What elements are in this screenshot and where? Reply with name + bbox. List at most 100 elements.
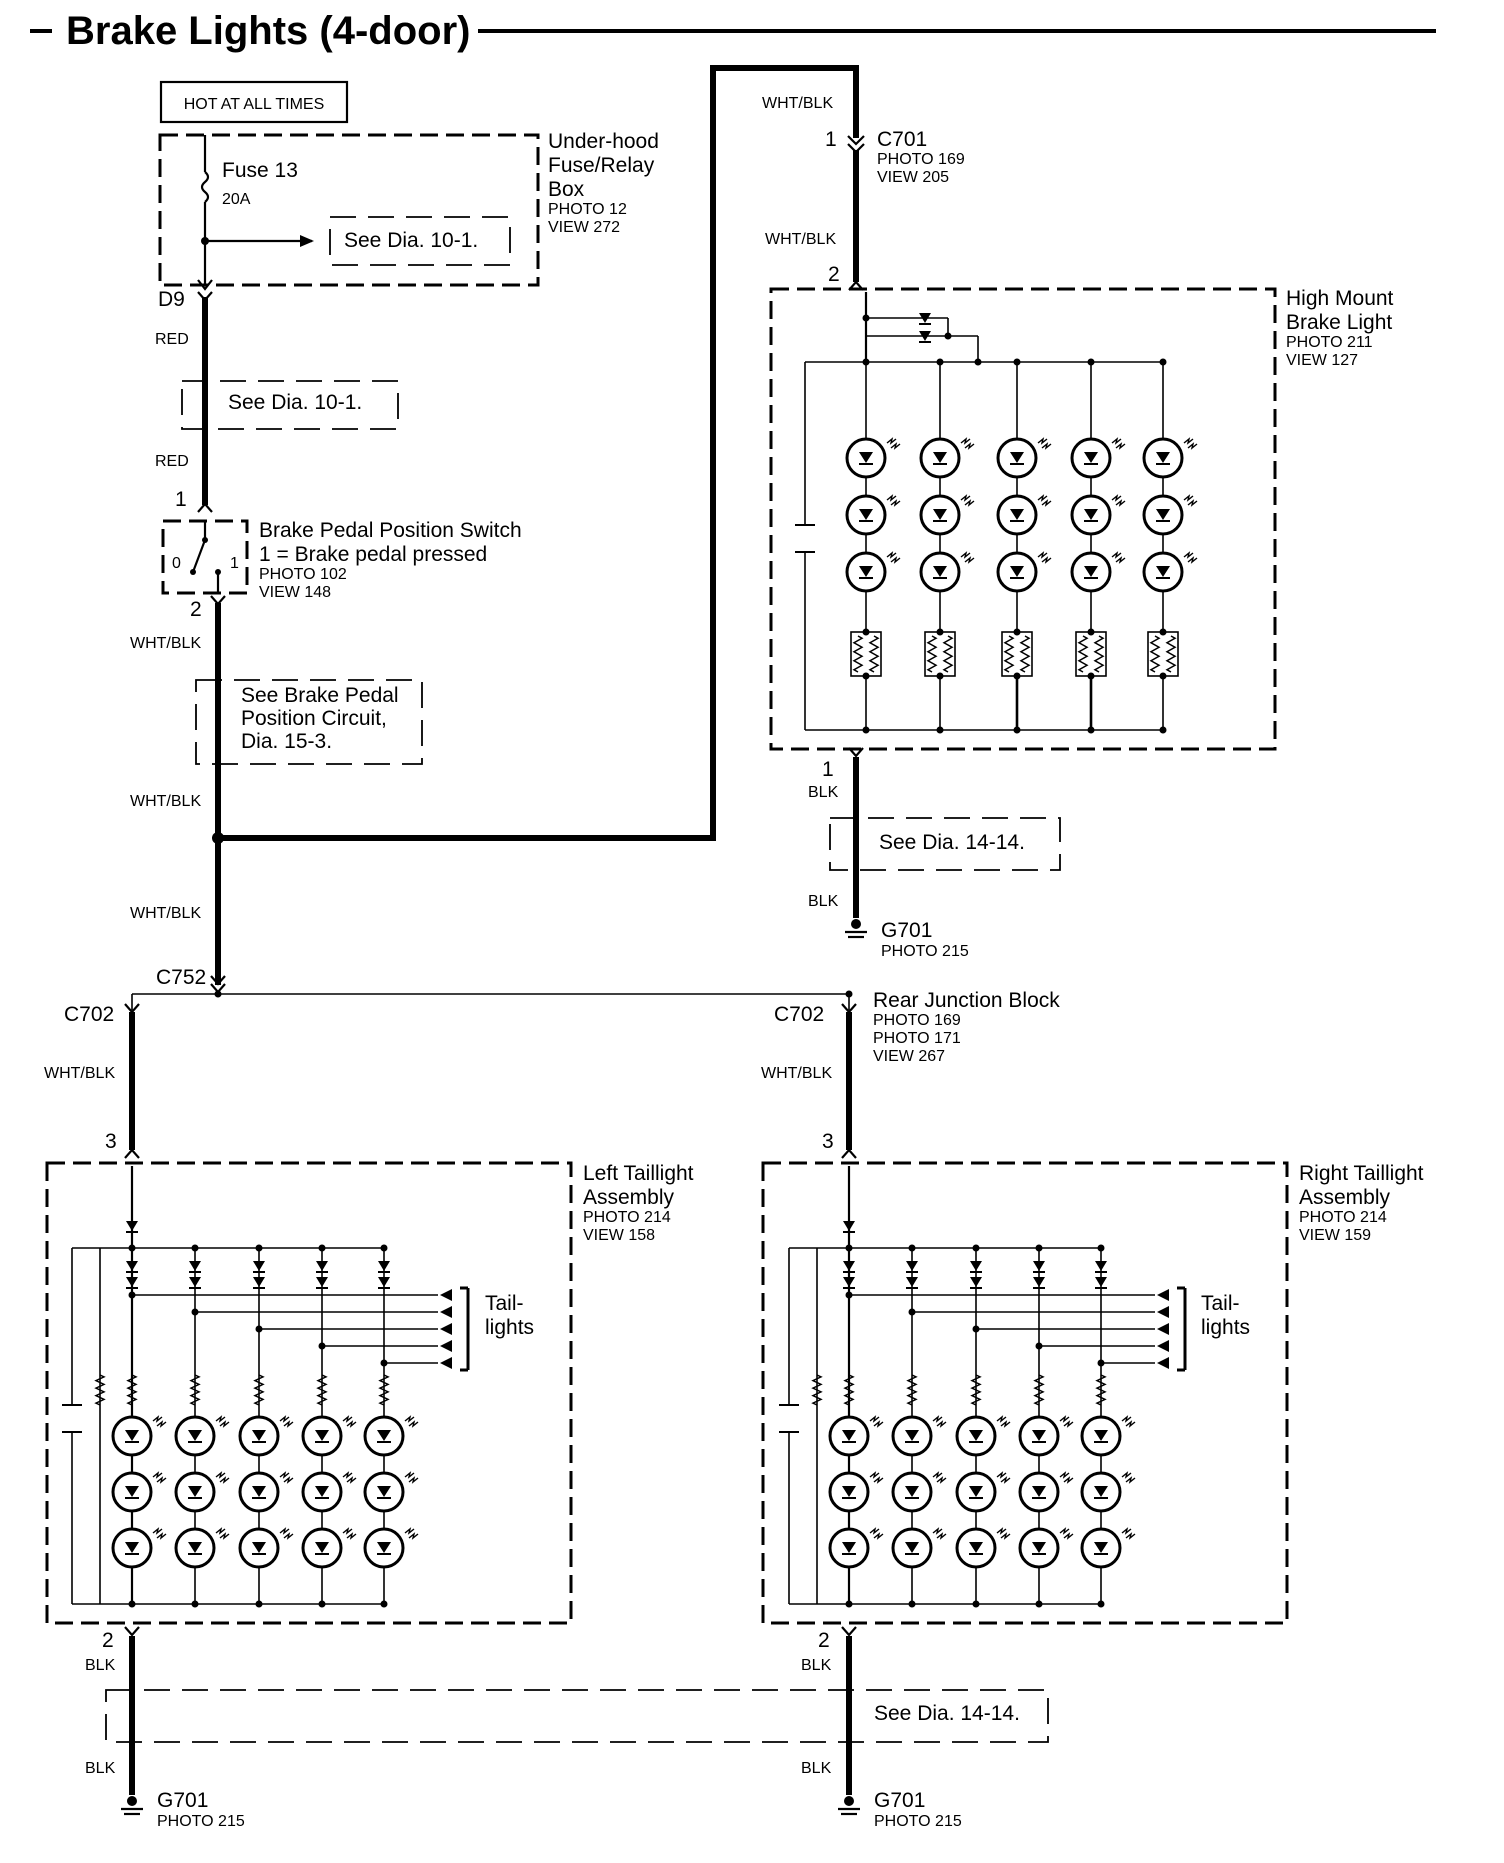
- wire-label-whtblk-3: WHT/BLK: [130, 905, 201, 922]
- left-taillight-led-array: [62, 1166, 470, 1608]
- resistor-icon: [378, 1374, 390, 1406]
- resistor-icon: [1077, 635, 1089, 673]
- rear-junction-view: VIEW 267: [873, 1048, 945, 1065]
- resistor-icon: [852, 635, 864, 673]
- diode-icon: [970, 1261, 982, 1273]
- c701-view: VIEW 205: [877, 169, 949, 186]
- wire-label-blk-right-2: BLK: [801, 1760, 832, 1777]
- right-pin-3: 3: [822, 1130, 834, 1153]
- led-icon: [845, 437, 901, 479]
- fuse-box-name-3: Box: [548, 178, 585, 201]
- diode-icon: [1095, 1277, 1107, 1289]
- led-icon: [174, 1527, 230, 1569]
- see-bpp-1: See Brake Pedal: [241, 684, 399, 707]
- left-taillights-label-2: lights: [485, 1316, 534, 1339]
- c701-pin: 1: [825, 128, 837, 151]
- led-icon: [301, 1471, 357, 1513]
- fuse-box-name-2: Fuse/Relay: [548, 154, 655, 177]
- led-icon: [363, 1471, 419, 1513]
- led-icon: [111, 1527, 167, 1569]
- led-icon: [363, 1415, 419, 1457]
- diode-icon: [126, 1277, 138, 1289]
- wire-label-red-1: RED: [155, 331, 189, 348]
- see-ref-14-14-bottom: See Dia. 14-14.: [874, 1702, 1020, 1725]
- high-mount-name-2: Brake Light: [1286, 311, 1392, 334]
- right-taillight-view: VIEW 159: [1299, 1227, 1371, 1244]
- connector-c752: C752: [156, 966, 206, 989]
- page-title: Brake Lights (4-door): [66, 9, 470, 53]
- resistor-icon: [94, 1374, 106, 1406]
- switch-pos-1: 1: [230, 555, 239, 572]
- left-taillight-view: VIEW 158: [583, 1227, 655, 1244]
- wire-label-red-2: RED: [155, 453, 189, 470]
- right-taillight-led-array: [779, 1166, 1187, 1608]
- ground-icon: [121, 1796, 143, 1816]
- wire-label-blk-hm-2: BLK: [808, 893, 839, 910]
- diode-icon: [919, 313, 931, 325]
- ground-icon: [845, 919, 867, 939]
- led-icon: [111, 1415, 167, 1457]
- resistor-pair-icon: [1001, 628, 1033, 680]
- led-icon: [1018, 1471, 1074, 1513]
- g701-photo-hm: PHOTO 215: [881, 943, 969, 960]
- led-icon: [301, 1415, 357, 1457]
- g701-photo-right: PHOTO 215: [874, 1813, 962, 1830]
- switch-name: Brake Pedal Position Switch: [259, 519, 522, 542]
- led-icon: [955, 1471, 1011, 1513]
- led-icon: [919, 437, 975, 479]
- diode-icon: [316, 1277, 328, 1289]
- led-icon: [1142, 551, 1198, 593]
- resistor-pair-icon: [1075, 628, 1107, 680]
- resistor-icon: [811, 1374, 823, 1406]
- g701-name-left: G701: [157, 1789, 208, 1812]
- diode-icon: [906, 1277, 918, 1289]
- connector-c702-left: C702: [64, 1003, 114, 1026]
- arrow-icon: [1157, 1323, 1169, 1335]
- resistor-pair-icon: [924, 628, 956, 680]
- switch-state: 1 = Brake pedal pressed: [259, 543, 487, 566]
- arrow-icon: [1157, 1357, 1169, 1369]
- right-taillight-outline: [761, 1161, 1289, 1625]
- led-icon: [1070, 551, 1126, 593]
- hot-label-box: [159, 80, 349, 124]
- arrow-icon: [440, 1323, 452, 1335]
- arrow-icon: [440, 1289, 452, 1301]
- led-icon: [828, 1527, 884, 1569]
- high-mount-pin-1: 1: [822, 758, 834, 781]
- left-taillights-label-1: Tail-: [485, 1292, 524, 1315]
- resistor-icon: [926, 635, 938, 673]
- wire-label-whtblk-2: WHT/BLK: [130, 793, 201, 810]
- diode-icon: [253, 1277, 265, 1289]
- wire-label-whtblk-5: WHT/BLK: [765, 231, 836, 248]
- fuse-box-photo: PHOTO 12: [548, 201, 627, 218]
- diode-icon: [378, 1277, 390, 1289]
- resistor-icon: [1019, 635, 1031, 673]
- hot-label: HOT AT ALL TIMES: [184, 96, 325, 113]
- see-ref-10-1: See Dia. 10-1.: [228, 391, 362, 414]
- resistor-pair-icon: [1147, 628, 1179, 680]
- led-icon: [363, 1527, 419, 1569]
- led-icon: [1080, 1415, 1136, 1457]
- diode-icon: [378, 1261, 390, 1273]
- g701-photo-left: PHOTO 215: [157, 1813, 245, 1830]
- wht-blk-wire-branch: [218, 65, 859, 841]
- resistor-icon: [843, 1374, 855, 1406]
- left-taillight-name-1: Left Taillight: [583, 1162, 694, 1185]
- diode-icon: [970, 1277, 982, 1289]
- diode-icon: [189, 1261, 201, 1273]
- arrow-icon: [1157, 1289, 1169, 1301]
- led-icon: [238, 1471, 294, 1513]
- led-icon: [919, 551, 975, 593]
- diode-icon: [253, 1261, 265, 1273]
- wire-label-blk-hm-1: BLK: [808, 784, 839, 801]
- right-taillights-label-2: lights: [1201, 1316, 1250, 1339]
- see-ref-box: [195, 679, 423, 765]
- fuse-name: Fuse 13: [222, 159, 298, 182]
- resistor-icon: [868, 635, 880, 673]
- c701-photo: PHOTO 169: [877, 151, 965, 168]
- led-icon: [174, 1415, 230, 1457]
- led-icon: [1018, 1415, 1074, 1457]
- right-taillight-name-2: Assembly: [1299, 1186, 1391, 1209]
- fuse-box-outline: [158, 133, 540, 287]
- wire-label-blk-left-1: BLK: [85, 1657, 116, 1674]
